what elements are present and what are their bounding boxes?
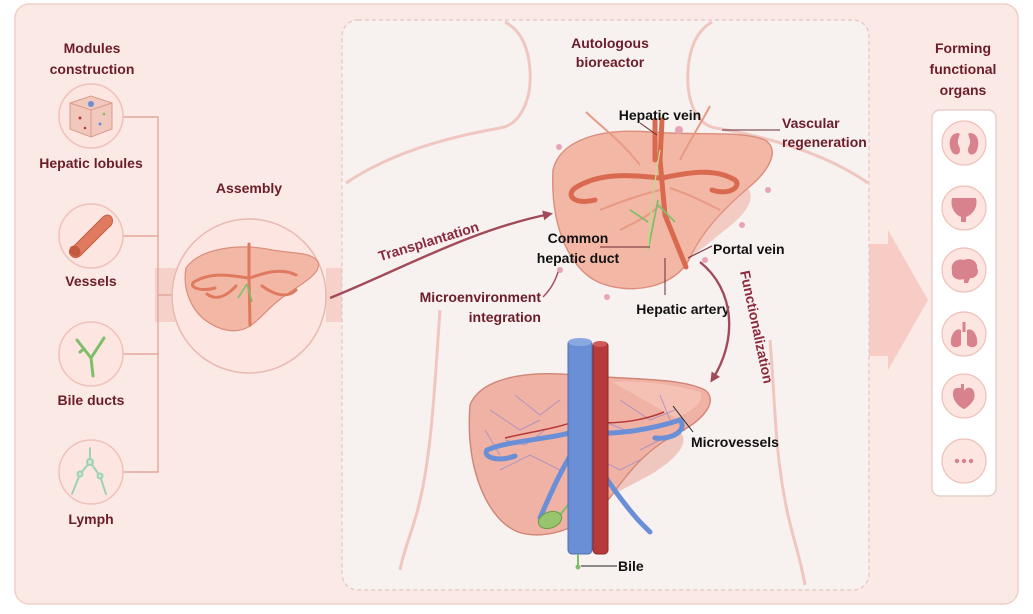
assembly-label: Assembly (216, 180, 282, 196)
module-label-lymph: Lymph (68, 511, 113, 527)
microenvironment-particles (556, 126, 771, 300)
heart-icon (952, 384, 975, 409)
organs-panel (931, 109, 997, 497)
portal-vein-label: Portal vein (713, 241, 785, 257)
inferior-vena-cava (567, 339, 593, 555)
modules-title-line2: construction (50, 61, 135, 77)
functional-liver (468, 338, 711, 570)
modules-title-line1: Modules (64, 40, 121, 56)
connector-band-right (326, 268, 342, 322)
hepatic-lobule-icon (69, 95, 113, 138)
microenvironment-line1: Microenvironment (420, 289, 542, 305)
big-output-arrow (868, 230, 928, 370)
more-icon (954, 458, 974, 464)
module-vessels (58, 203, 124, 269)
bile-duct-icon (75, 336, 106, 378)
organs-title-line1: Forming (935, 40, 991, 56)
assembly-liver (171, 218, 327, 374)
bile-label: Bile (618, 558, 644, 574)
module-label-vessels: Vessels (65, 273, 117, 289)
transplanted-liver (552, 105, 773, 290)
functionalization-arrow (699, 261, 731, 383)
transplantation-arrow (329, 210, 553, 300)
module-bracket (122, 116, 175, 473)
microvessels-label: Microvessels (691, 434, 779, 450)
kidney-icon (949, 133, 979, 155)
portal-vein-branches (483, 417, 685, 535)
hepatic-artery-label: Hepatic artery (636, 301, 730, 317)
stomach-icon (951, 198, 977, 222)
organ-kidney (941, 120, 987, 166)
organ-stomach (941, 185, 987, 231)
module-bile-ducts (58, 321, 124, 387)
hepatic-vein-label: Hepatic vein (619, 107, 701, 123)
microenvironment-leader (542, 271, 559, 298)
vascular-regeneration-line1: Vascular (782, 115, 840, 131)
upper-leader-lines (600, 122, 780, 295)
module-lymph (58, 439, 124, 505)
organs-title-line2: functional (930, 61, 997, 77)
lungs-icon (950, 322, 978, 348)
vascular-regeneration-line2: regeneration (782, 134, 867, 150)
common-hepatic-duct-line1: Common (548, 230, 609, 246)
lymph-icon (71, 447, 107, 495)
organ-more (941, 438, 987, 484)
microenvironment-line2: integration (469, 309, 541, 325)
organ-lungs (941, 311, 987, 357)
organ-heart (941, 373, 987, 419)
brain-icon (951, 258, 979, 283)
organs-title-line3: organs (940, 82, 987, 98)
bioreactor-title-line2: bioreactor (576, 54, 645, 70)
module-hepatic-lobules (58, 83, 124, 149)
bioreactor-title-line1: Autologous (571, 35, 649, 51)
vessel-icon (68, 214, 113, 259)
aorta (592, 341, 609, 555)
organ-brain (941, 247, 987, 293)
module-label-hepatic-lobules: Hepatic lobules (39, 155, 143, 171)
module-label-bile-ducts: Bile ducts (58, 392, 125, 408)
common-hepatic-duct-line2: hepatic duct (537, 250, 620, 266)
body-silhouette (345, 20, 869, 586)
lower-leader-lines (581, 405, 694, 567)
gallbladder (537, 510, 563, 530)
